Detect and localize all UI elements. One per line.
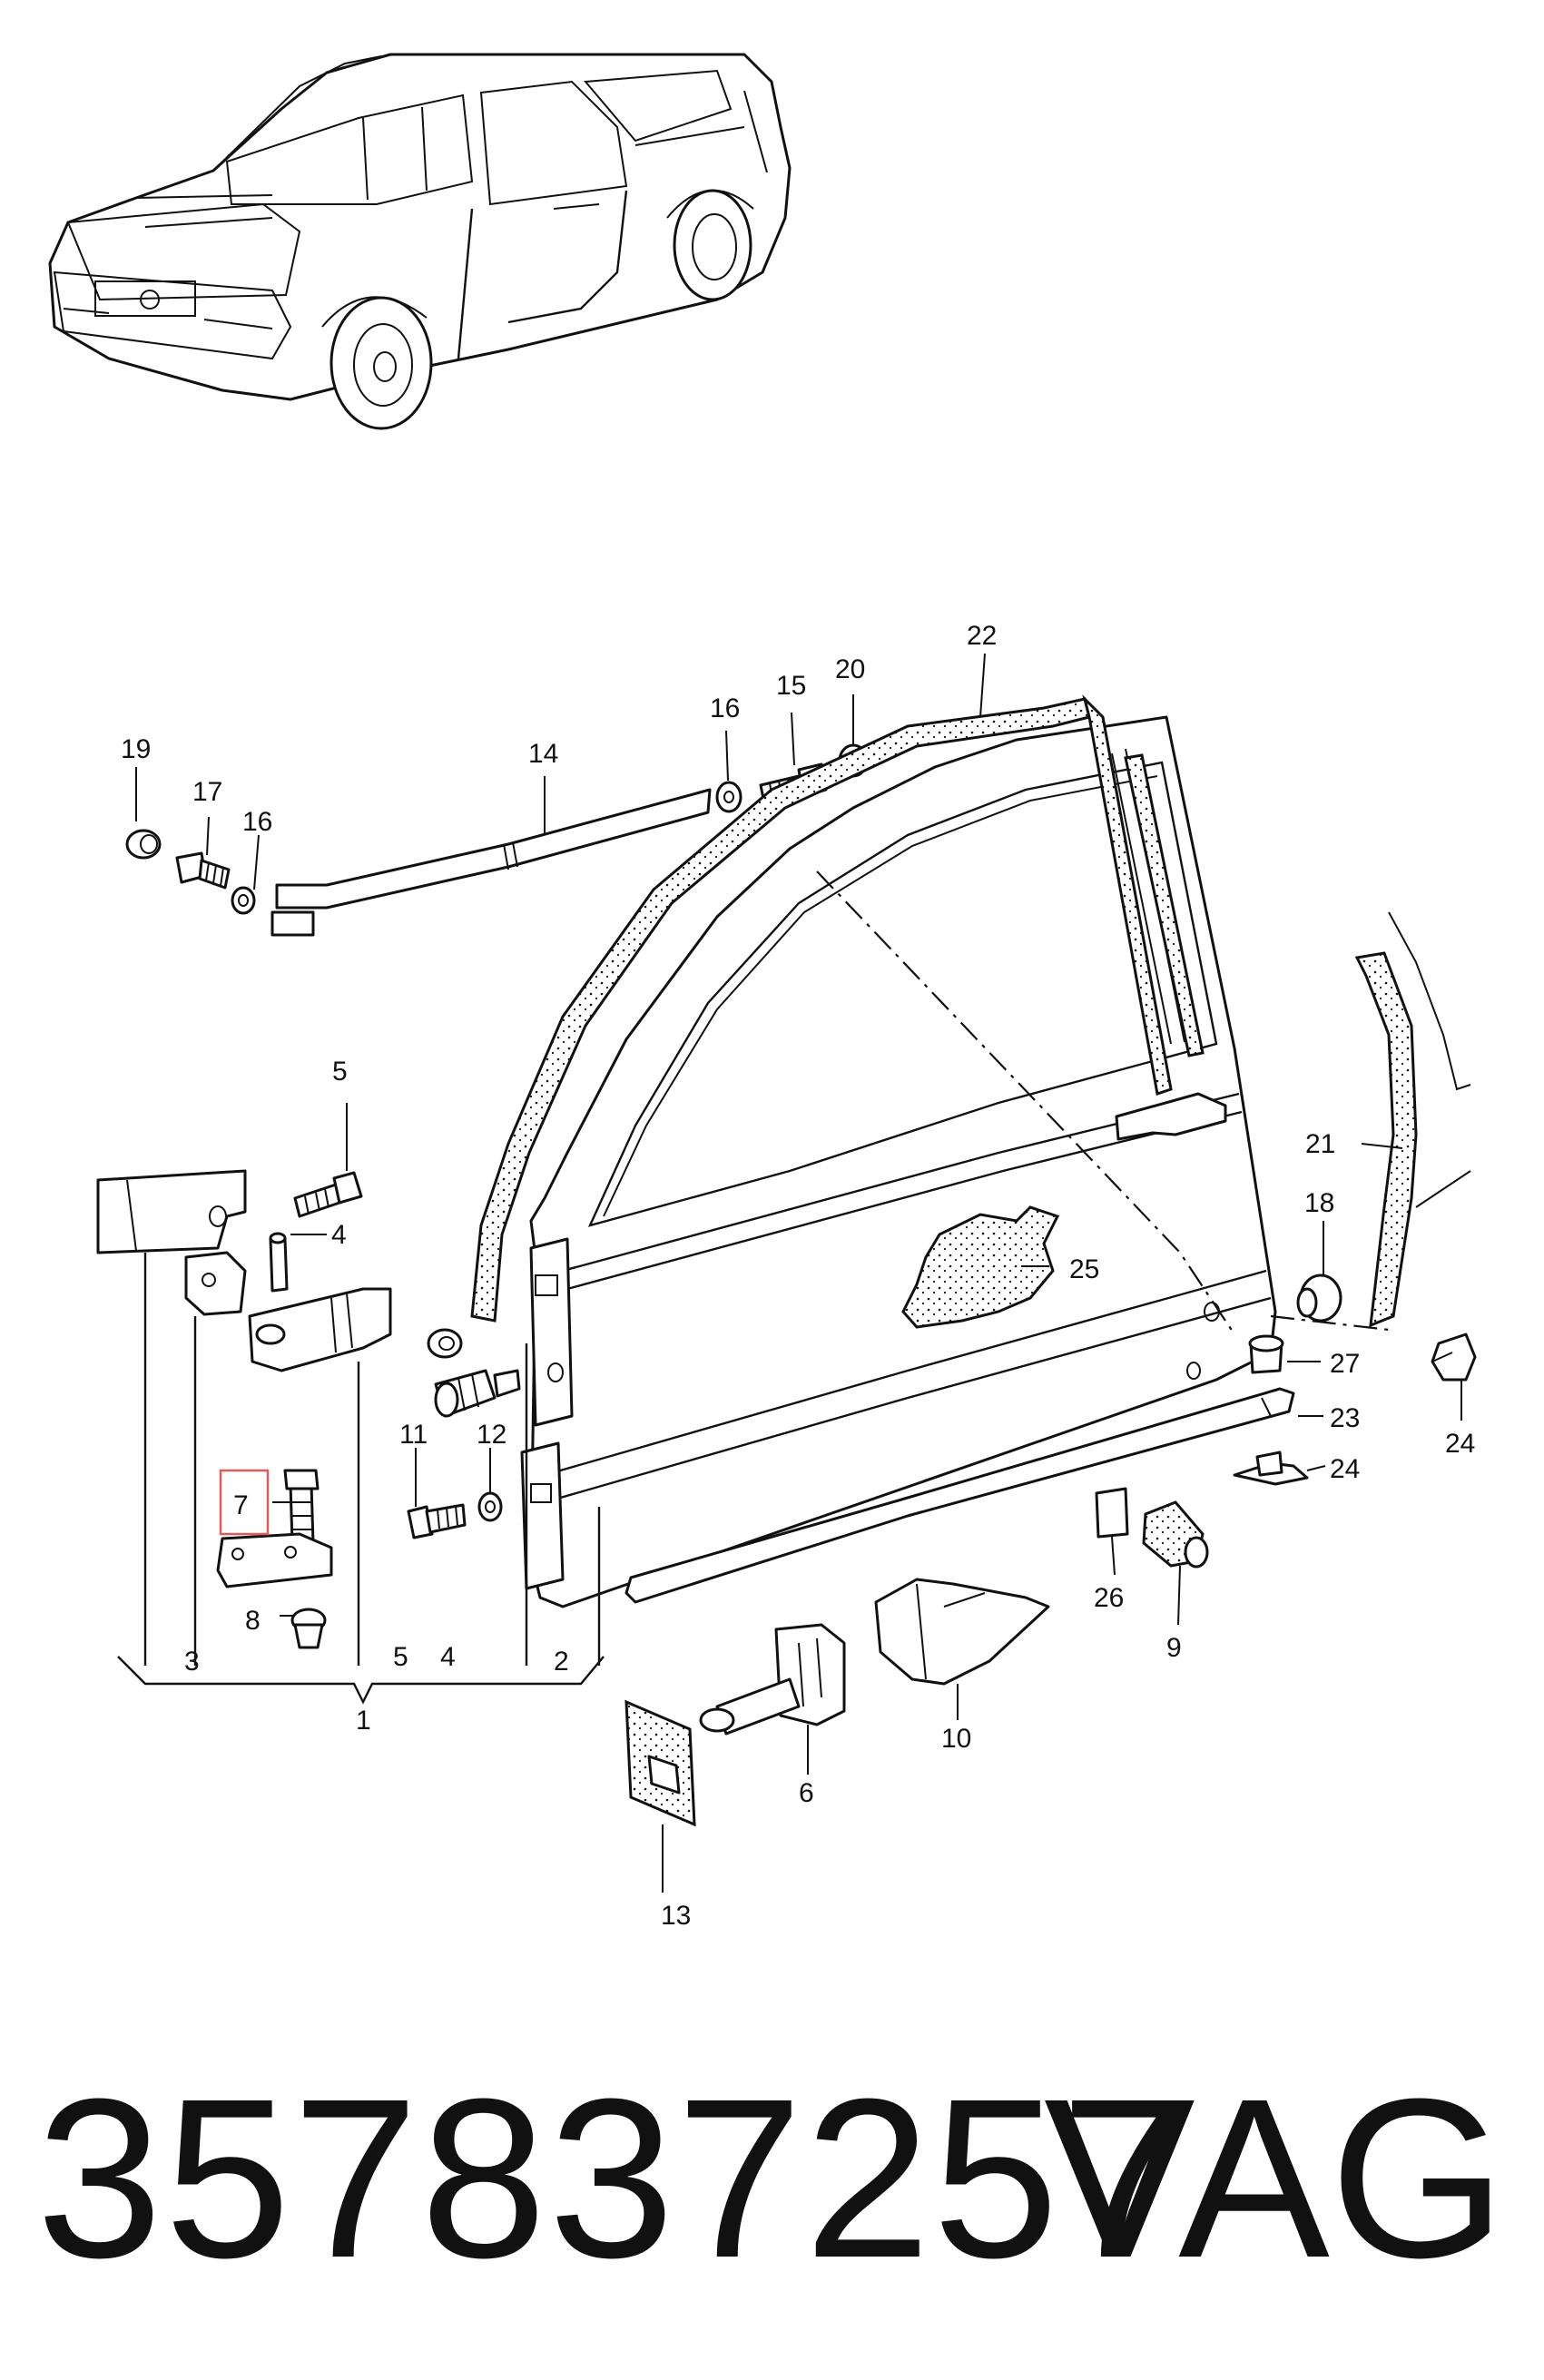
label-3: 3 [184,1647,200,1677]
cover-10 [874,1578,1050,1686]
bolt-7 [283,1469,320,1545]
bolt-11 [407,1503,467,1539]
part-number: 357837257 [36,2051,1189,2305]
label-7: 7 [233,1490,249,1520]
label-10: 10 [941,1724,971,1754]
window-channel [1124,753,1205,1057]
callout-labels: 1 2 3 4 4 5 5 6 7 8 9 10 11 12 13 14 15 … [121,621,1475,1931]
bolt-5 [293,1171,363,1218]
label-9: 9 [1166,1633,1182,1663]
clip-24-right [1431,1333,1477,1382]
leader-lines [117,653,1462,1893]
label-11: 11 [399,1420,428,1450]
bolt-17 [175,851,231,890]
pad-13 [624,1699,696,1827]
hinge-pin-4 [269,1232,289,1293]
label-17: 17 [192,777,222,807]
label-25: 25 [1069,1254,1099,1284]
buffer-9 [1142,1500,1209,1569]
sound-pad-25 [901,1205,1060,1329]
label-4-bracket: 4 [440,1642,456,1672]
highlight-box-7 [219,1469,270,1536]
door-check-rod [270,788,712,937]
nut-19 [125,829,162,860]
label-22: 22 [967,621,997,651]
label-8: 8 [245,1606,261,1636]
pillar-seal-21 [1354,911,1471,1328]
brand-name: VAG [1044,2051,1507,2305]
sill-strip-23 [624,1387,1295,1604]
label-15: 15 [776,671,806,701]
bushing [427,1328,521,1418]
label-19: 19 [121,734,151,764]
door-panel [520,715,1277,1608]
label-18: 18 [1304,1188,1334,1218]
hidden-line-2 [1270,1314,1390,1332]
label-5-bracket: 5 [393,1642,408,1672]
label-21: 21 [1305,1129,1335,1159]
label-24-lower: 24 [1330,1454,1360,1484]
label-20: 20 [835,654,865,684]
hinge-bracket-upper [96,1169,247,1254]
clip-24-lower [1233,1451,1309,1486]
label-13: 13 [661,1901,691,1931]
footer: 357837257 VAG [36,2065,1525,2301]
door-check-6 [699,1623,846,1736]
label-4-pin: 4 [331,1220,347,1250]
washer-12 [477,1491,503,1522]
plug-8 [290,1608,327,1649]
grommet-18 [1296,1274,1342,1323]
part-26 [1095,1487,1129,1539]
hidden-line [816,870,1235,1335]
washer-16-left [231,886,256,915]
washer-16-right [715,781,742,813]
parts-diagram: 1 2 3 4 4 5 5 6 7 8 9 10 11 12 13 14 15 … [48,53,1477,1931]
plug-27 [1248,1334,1284,1374]
hinge-3 [184,1251,247,1316]
label-16-right: 16 [710,693,740,723]
label-24-right: 24 [1445,1429,1475,1459]
door-seal-22 [470,694,1173,1323]
label-12: 12 [477,1420,506,1450]
hinge-plate [248,1287,392,1372]
label-23: 23 [1330,1403,1360,1433]
car-illustration [48,53,792,430]
label-16-left: 16 [242,807,272,837]
label-14: 14 [528,739,558,769]
label-2: 2 [554,1647,569,1677]
label-1: 1 [356,1706,371,1736]
label-27: 27 [1330,1349,1360,1379]
label-26: 26 [1094,1583,1124,1613]
hinge-lower-plate [216,1532,333,1588]
label-5-bolt: 5 [332,1057,348,1087]
label-6: 6 [799,1778,814,1808]
